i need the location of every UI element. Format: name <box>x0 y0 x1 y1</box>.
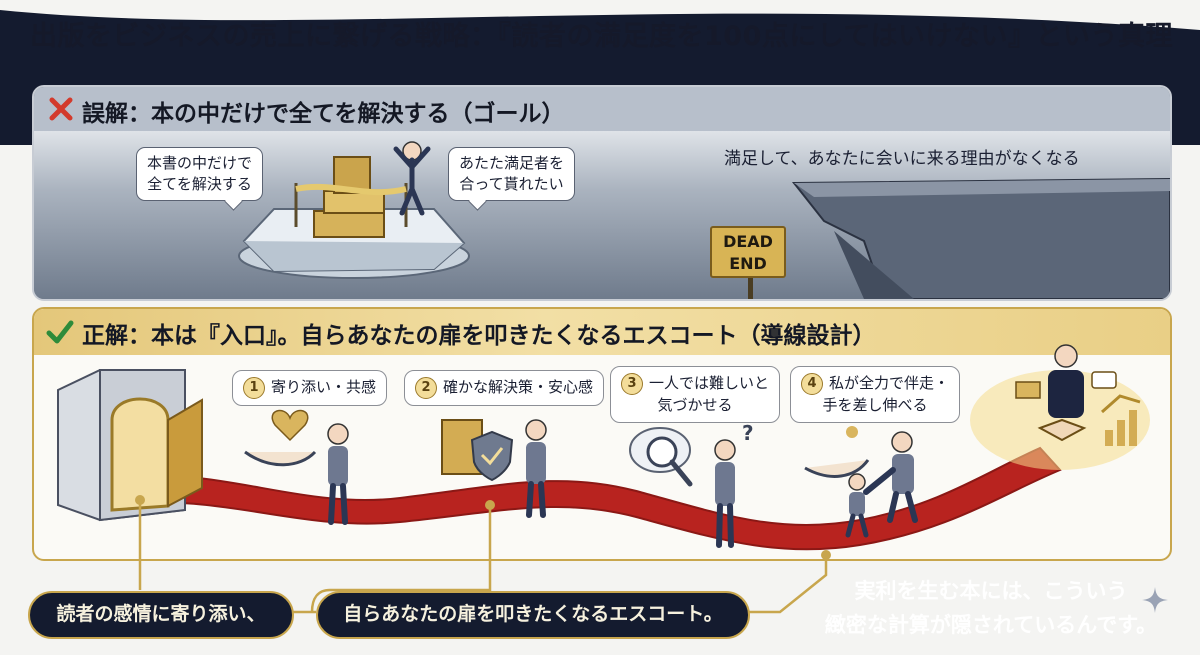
sparkle-icon <box>1142 587 1168 613</box>
check-mark-icon <box>46 320 74 344</box>
x-mark-icon <box>49 97 73 121</box>
escort-pill: 自らあなたの扉を叩きたくなるエスコート。 <box>316 591 750 639</box>
step-number-badge: 4 <box>801 373 823 395</box>
correct-header: 正解：本は『入口』。自らあなたの扉を叩きたくなるエスコート（導線設計） <box>82 323 876 349</box>
step-number-badge: 1 <box>243 377 265 399</box>
connector-line <box>748 555 828 614</box>
step-3-label-line1: 一人では難しいと <box>649 374 770 392</box>
goal-illustration <box>970 344 1150 470</box>
step-1-bubble: 1 寄り添い・共感 <box>232 370 388 406</box>
ice-island-illustration <box>238 208 470 279</box>
step-2-label: 確かな解決策・安心感 <box>443 378 594 396</box>
bubble-line: 本書の中だけで <box>147 154 253 172</box>
speech-bubble-reader: あたた満足者を 合って貰れたい <box>448 147 576 201</box>
closing-line: 実利を生む本には、こういう <box>854 579 1128 603</box>
step-3-bubble: 3 一人では難しいと 気づかせる <box>610 366 781 423</box>
closing-statement: 実利を生む本には、こういう 緻密な計算が隠されているんです。 <box>806 574 1176 642</box>
step-1-label: 寄り添い・共感 <box>271 378 377 396</box>
step-number-badge: 2 <box>415 377 437 399</box>
misconception-scene <box>34 131 1170 299</box>
misconception-panel: 誤解：本の中だけで全てを解決する（ゴール） <box>32 85 1172 301</box>
step-3-label-line2: 気づかせる <box>657 396 733 414</box>
bubble-line: 全てを解決する <box>147 175 252 193</box>
cliff-illustration <box>791 177 1170 299</box>
closing-line: 緻密な計算が隠されているんです。 <box>824 613 1158 637</box>
misconception-header: 誤解：本の中だけで全てを解決する（ゴール） <box>82 101 565 127</box>
correct-header-bar: 正解：本は『入口』。自らあなたの扉を叩きたくなるエスコート（導線設計） <box>34 309 1170 355</box>
empathy-pill: 読者の感情に寄り添い、 <box>28 591 294 639</box>
book-door-illustration <box>57 369 203 522</box>
step-4-bubble: 4 私が全力で伴走・ 手を差し伸べる <box>790 366 961 423</box>
cheering-person-illustration <box>393 141 431 216</box>
correct-panel: 正解：本は『入口』。自らあなたの扉を叩きたくなるエスコート（導線設計） <box>32 307 1172 561</box>
red-carpet-path <box>119 446 1062 551</box>
bubble-line: 合って貰れたい <box>459 175 564 193</box>
step-2-bubble: 2 確かな解決策・安心感 <box>404 370 605 406</box>
dead-end-caption: 満足して、あなたに会いに来る理由がなくなる <box>724 149 1080 169</box>
step-number-badge: 3 <box>621 373 643 395</box>
page-title: 出版をビジネスの売上に繋げる戦略：『読者の満足度を100点にしてはいけない』とい… <box>30 21 1174 52</box>
realization-illustration: ? <box>629 421 754 548</box>
support-illustration <box>804 426 918 538</box>
speech-bubble-author: 本書の中だけで 全てを解決する <box>136 147 264 201</box>
book-stack-illustration <box>294 156 408 238</box>
svg-text:?: ? <box>742 421 754 445</box>
sign-line: END <box>729 254 767 273</box>
sign-line: DEAD <box>723 232 773 251</box>
solution-illustration <box>441 419 547 518</box>
step-4-label-line2: 手を差し伸べる <box>822 396 928 414</box>
bubble-line: あたた満足者を <box>459 154 565 172</box>
connector-line <box>310 505 492 613</box>
dead-end-sign: DEAD END <box>710 226 786 278</box>
misconception-header-bar: 誤解：本の中だけで全てを解決する（ゴール） <box>34 87 1170 131</box>
step-4-label-line1: 私が全力で伴走・ <box>829 374 950 392</box>
empathy-illustration <box>244 409 349 525</box>
